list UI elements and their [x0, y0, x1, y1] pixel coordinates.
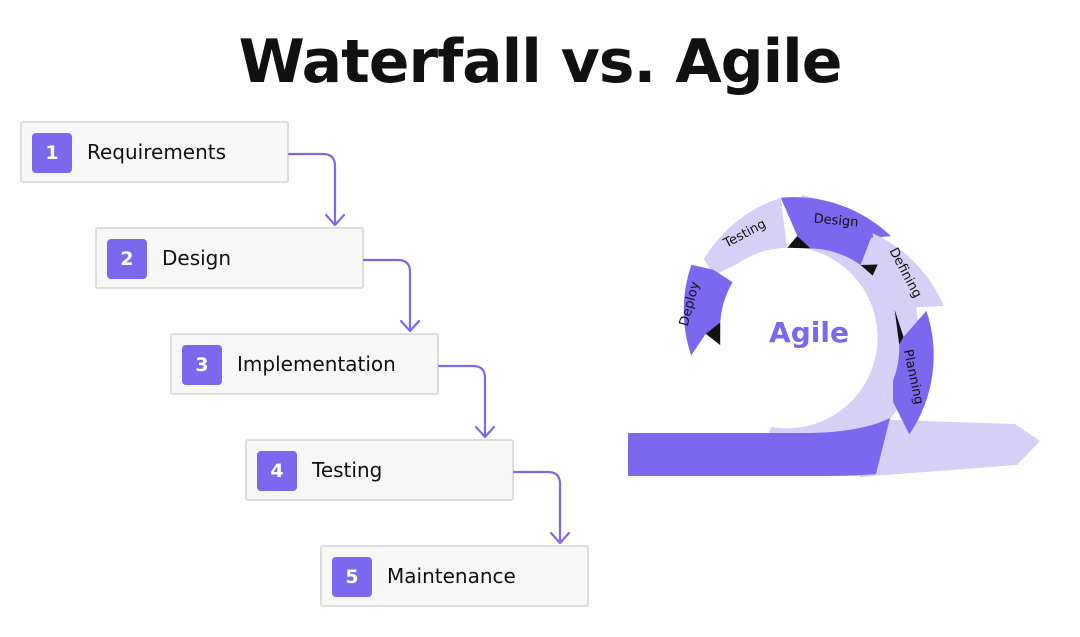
agile-segment-testing [704, 197, 788, 276]
agile-segment-defining [872, 233, 944, 310]
arrow-head [399, 319, 421, 333]
step-number: 2 [107, 239, 147, 279]
agile-label-design: Design [813, 212, 859, 231]
step-number: 1 [32, 133, 72, 173]
waterfall-step-requirements: 1 Requirements [20, 121, 289, 183]
agile-center-label: Agile [769, 316, 849, 349]
arrow-head [474, 425, 496, 439]
arrow-connector [512, 470, 562, 544]
step-number: 5 [332, 557, 372, 597]
step-number: 3 [182, 345, 222, 385]
agile-segment-planning [893, 310, 934, 435]
step-number: 4 [257, 451, 297, 491]
agile-segment-design [780, 197, 892, 265]
waterfall-step-implementation: 3 Implementation [170, 333, 439, 395]
step-label: Maintenance [387, 564, 516, 588]
page-title: Waterfall vs. Agile [238, 27, 843, 97]
waterfall-step-design: 2 Design [95, 227, 364, 289]
step-label: Implementation [237, 352, 396, 376]
agile-notch [705, 322, 721, 346]
arrow-connector [362, 258, 412, 332]
arrow-connector [437, 364, 487, 438]
agile-cycle: Agile Testing Design Defining Planning D… [628, 195, 1040, 477]
step-label: Design [162, 246, 232, 270]
arrow-head [549, 531, 571, 545]
agile-exit-arrow [860, 419, 1040, 477]
step-label: Testing [312, 458, 383, 482]
agile-segment-deploy [683, 264, 733, 356]
step-label: Requirements [87, 140, 227, 164]
agile-notch [787, 236, 811, 249]
arrow-head [324, 213, 346, 227]
agile-notch [860, 264, 878, 276]
arrow-connector [287, 152, 337, 226]
waterfall-step-testing: 4 Testing [245, 439, 514, 501]
agile-entry-arrow [628, 418, 890, 476]
agile-notch [894, 309, 904, 345]
waterfall-step-maintenance: 5 Maintenance [320, 545, 589, 607]
